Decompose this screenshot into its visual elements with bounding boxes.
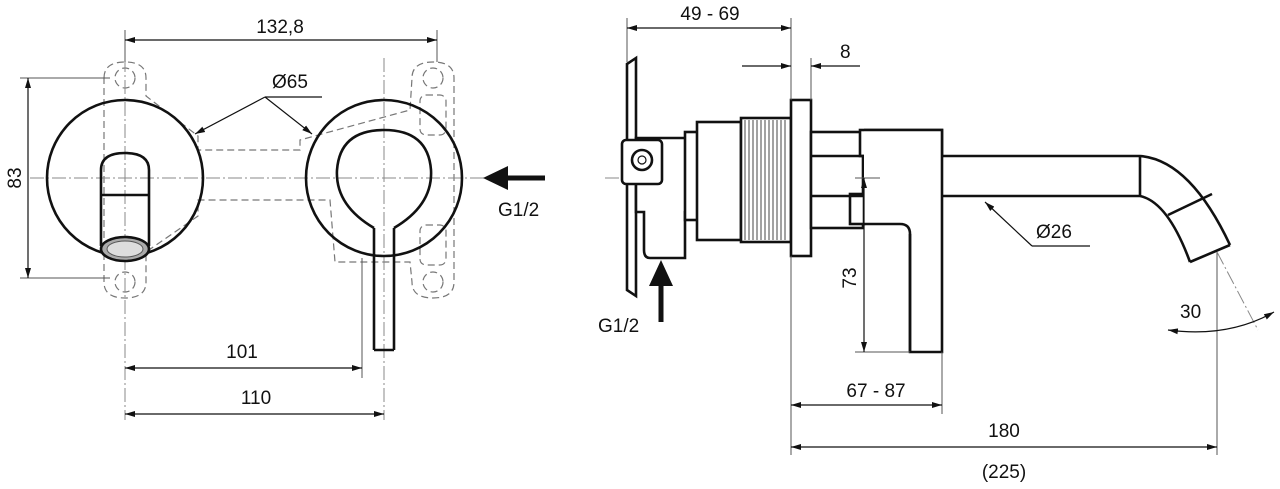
dim-center-distance-b: 110 xyxy=(241,388,271,409)
side-view: 49 - 69 8 G1/2 Ø26 73 67 - 87 30 xyxy=(598,4,1275,483)
threaded-body xyxy=(683,116,793,244)
dim-wall-depth: 49 - 69 xyxy=(680,4,739,25)
dim-spout-angle: 30 xyxy=(1180,302,1201,323)
dim-plate-thickness: 8 xyxy=(840,42,851,63)
dim-overall-width: 132,8 xyxy=(256,17,304,38)
mounting-bracket xyxy=(620,55,697,299)
dim-lever-projection: 67 - 87 xyxy=(846,381,905,402)
inlet-label-side: G1/2 xyxy=(598,316,639,337)
dim-spout-length-alt: (225) xyxy=(982,462,1026,483)
dim-spout-length: 180 xyxy=(988,421,1020,442)
inlet-label-front: G1/2 xyxy=(498,200,539,221)
dim-height: 83 xyxy=(5,167,26,188)
spout xyxy=(811,154,1232,264)
dim-lever-height: 73 xyxy=(840,267,861,288)
mixer-rosette xyxy=(304,98,464,352)
inlet-arrow-side xyxy=(649,260,673,322)
lever-handle xyxy=(864,128,944,354)
spout-rosette xyxy=(45,98,205,263)
dim-spout-diameter: Ø26 xyxy=(1036,222,1072,243)
dim-center-distance-a: 101 xyxy=(226,342,258,363)
dim-rosette-diameter: Ø65 xyxy=(272,72,308,93)
wall-plate xyxy=(789,98,813,258)
front-view: 132,8 Ø65 83 G1/2 101 110 xyxy=(5,17,545,420)
inlet-arrow-front xyxy=(483,166,545,190)
